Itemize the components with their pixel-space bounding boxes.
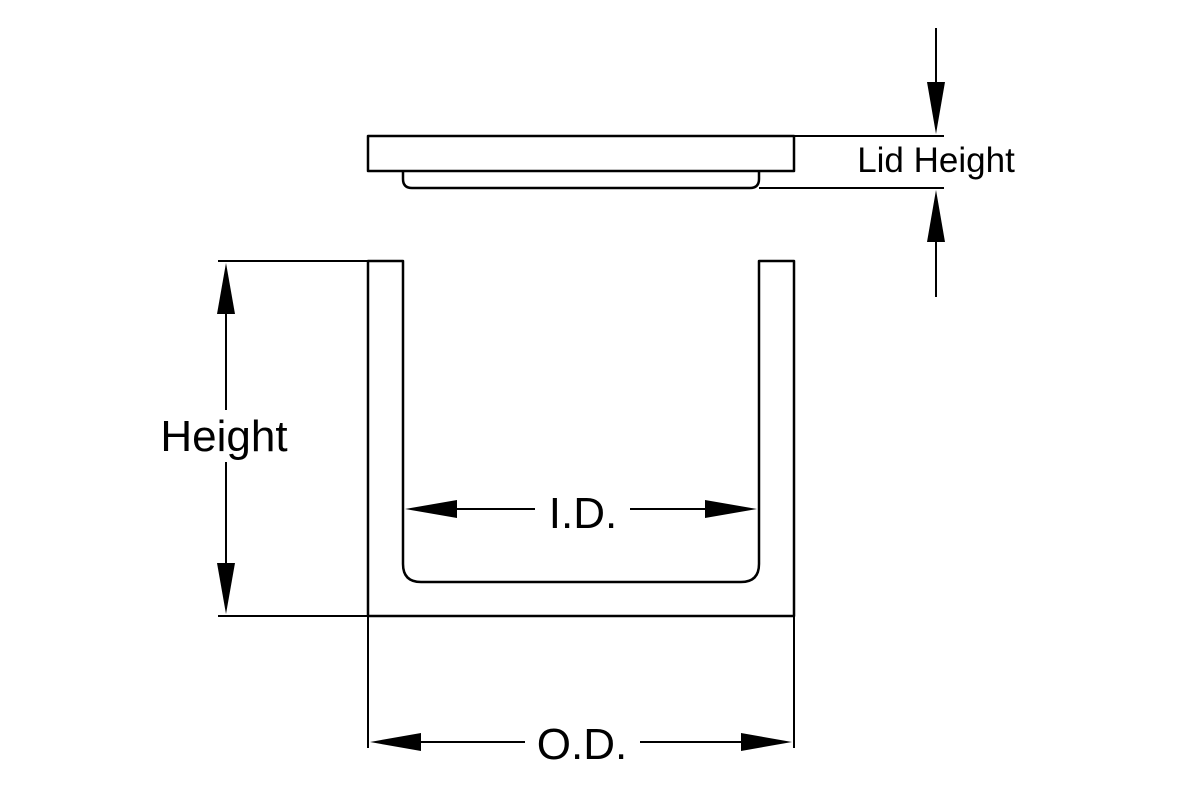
height-label: Height xyxy=(160,412,287,461)
od-arrowhead-right xyxy=(741,733,792,751)
lid-height-label: Lid Height xyxy=(857,141,1015,180)
lid-height-arrowhead-down xyxy=(927,82,945,134)
lid-height-arrowhead-up xyxy=(927,190,945,242)
id-arrowhead-right xyxy=(705,500,757,518)
id-arrowhead-left xyxy=(405,500,457,518)
lid-inner-lip xyxy=(401,171,761,190)
height-arrowhead-down xyxy=(217,563,235,614)
inner-diameter-label: I.D. xyxy=(549,489,617,538)
lid xyxy=(366,134,796,190)
height-arrowhead-up xyxy=(217,263,235,314)
outer-diameter-label: O.D. xyxy=(537,720,627,769)
lid-top-plate xyxy=(366,134,796,173)
od-arrowhead-left xyxy=(370,733,421,751)
dish-profile xyxy=(366,259,796,618)
